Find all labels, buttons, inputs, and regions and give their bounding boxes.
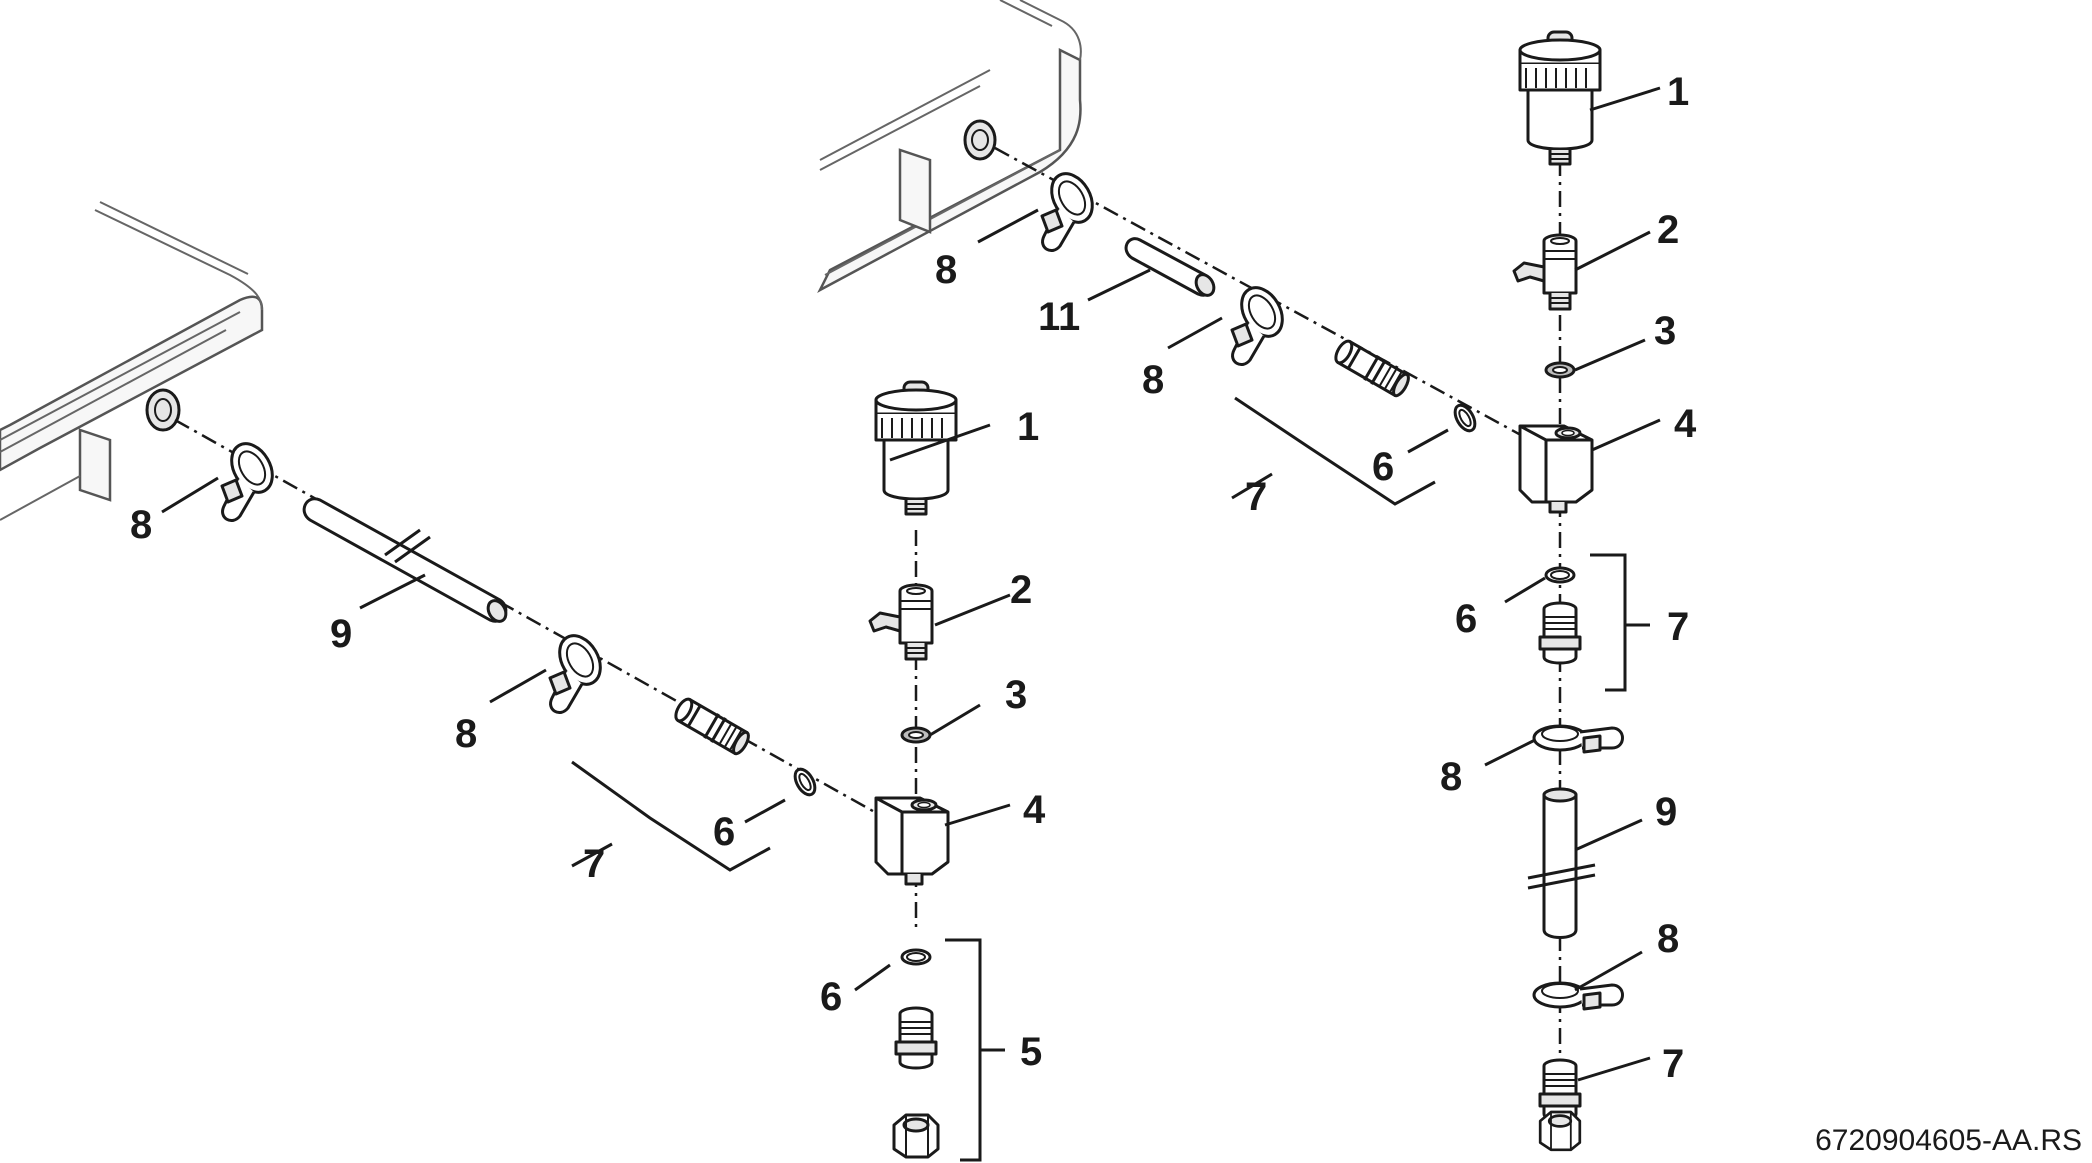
right-connector-side: [1330, 335, 1414, 402]
right-label-air-vent: 1: [1667, 70, 1689, 114]
left-label-hose: 9: [330, 612, 352, 656]
right-label-tee-block: 4: [1674, 402, 1697, 446]
left-collector-panel: [0, 201, 264, 521]
right-label-short-pipe: 11: [1038, 295, 1080, 339]
right-o-ring-side: [1449, 400, 1481, 436]
left-label-connection-set: 5: [1020, 1030, 1042, 1074]
left-seal: [900, 726, 932, 744]
left-air-vent: [874, 380, 958, 516]
right-label-o-ring-bottom: 6: [1455, 597, 1477, 641]
right-label-clamp-middle: 8: [1142, 358, 1164, 402]
right-tee-block: [1518, 424, 1594, 514]
right-seal: [1544, 361, 1576, 379]
right-clamp-middle: [1230, 278, 1293, 367]
right-air-vent: [1518, 30, 1602, 166]
left-shutoff-valve: [868, 583, 934, 661]
right-label-connector-bottom: 7: [1662, 1042, 1684, 1086]
right-label-seal: 3: [1654, 309, 1676, 353]
left-bottom-connector: [894, 1006, 938, 1070]
left-hex-nut: [892, 1113, 940, 1159]
left-label-o-ring-side: 6: [713, 810, 735, 854]
left-label-clamp-top: 8: [130, 503, 152, 547]
left-clamp-top: [220, 434, 283, 523]
left-connector: [670, 693, 754, 760]
left-label-seal: 3: [1005, 673, 1027, 717]
left-o-ring-bottom: [900, 948, 932, 966]
right-short-pipe: [1124, 237, 1216, 297]
right-label-clamp-top: 8: [935, 248, 957, 292]
left-tee-block: [874, 796, 950, 886]
right-label-connector-set-bottom: 7: [1667, 605, 1689, 649]
right-label-o-ring-side: 6: [1372, 445, 1394, 489]
left-label-air-vent: 1: [1017, 405, 1039, 449]
right-label-connector-set-side: 7: [1245, 475, 1267, 519]
right-clamp-lower: [1532, 724, 1624, 754]
right-label-clamp-lower: 8: [1440, 755, 1462, 799]
right-label-shutoff-valve: 2: [1657, 208, 1679, 252]
left-o-ring-side: [789, 764, 821, 800]
left-hose: [302, 497, 508, 623]
right-bottom-connector-set: [1538, 601, 1582, 665]
figure-reference-code: 6720904605-AA.RS: [1815, 1124, 2082, 1157]
right-o-ring-bottom: [1544, 566, 1576, 584]
right-label-hose: 9: [1655, 790, 1677, 834]
left-clamp-middle: [548, 626, 611, 715]
right-collector-panel: [817, 0, 1082, 293]
left-label-o-ring-bottom: 6: [820, 975, 842, 1019]
left-label-clamp-middle: 8: [455, 712, 477, 756]
right-hose: [1527, 787, 1596, 939]
right-label-clamp-bottom: 8: [1657, 917, 1679, 961]
right-bottom-connector: [1538, 1058, 1582, 1152]
right-shutoff-valve: [1512, 233, 1578, 311]
left-label-connector-set: 7: [583, 842, 605, 886]
left-label-shutoff-valve: 2: [1010, 568, 1032, 612]
left-label-tee-block: 4: [1023, 788, 1046, 832]
